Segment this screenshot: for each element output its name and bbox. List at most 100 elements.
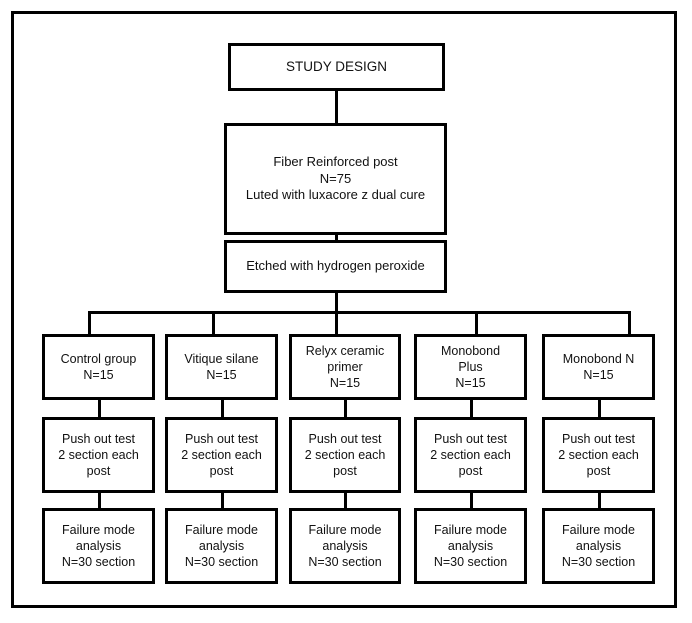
text-line-0: Failure mode <box>562 522 635 537</box>
text-line-2: Luted with luxacore z dual cure <box>245 187 426 203</box>
text-line-2: N=30 section <box>433 555 508 570</box>
text-line-0: Failure mode <box>62 522 135 537</box>
connector-monobond-n-row1-to-row2 <box>598 489 601 510</box>
connector-vitique-silane-row0-to-row1 <box>221 397 224 419</box>
text-line-0: Failure mode <box>434 522 507 537</box>
text-line-1: N=15 <box>83 368 114 382</box>
text-line-2: post <box>333 464 357 479</box>
branch-distribution-bar <box>88 311 631 314</box>
text-line-1: 2 section each <box>181 447 262 462</box>
text-line-0: Etched with hydrogen peroxide <box>246 258 425 274</box>
diagram-outer-frame <box>11 11 677 608</box>
text-line-0: Fiber Reinforced post <box>273 153 398 169</box>
node-study-design-text: STUDY DESIGN <box>282 58 391 76</box>
text-line-1: 2 section each <box>304 447 386 462</box>
connector-control-group-row1-to-row2 <box>98 489 101 510</box>
text-line-0: Monobond N <box>562 351 635 366</box>
node-etched-hydrogen-peroxide-text: Etched with hydrogen peroxide <box>242 258 429 275</box>
text-line-0: Push out test <box>562 431 635 446</box>
node-monobond-n-text: Monobond N N=15 <box>559 351 639 384</box>
text-line-1: 2 section each <box>430 447 511 462</box>
text-line-1: 2 section each <box>58 447 139 462</box>
text-line-1: analysis <box>75 538 122 553</box>
connector-study-design-to-fiber-post <box>335 89 338 125</box>
text-line-0: Failure mode <box>185 522 258 537</box>
text-line-2: N=30 section <box>561 555 636 570</box>
connector-branch-to-relyx-ceramic-primer <box>335 311 338 336</box>
text-line-2: N=30 section <box>184 555 259 570</box>
text-line-0: Relyx ceramic <box>305 343 385 358</box>
connector-monobond-plus-row1-to-row2 <box>470 489 473 510</box>
text-line-1: Plus <box>458 359 483 374</box>
connector-branch-to-vitique-silane <box>212 311 215 336</box>
text-line-2: post <box>209 464 234 479</box>
text-line-1: N=15 <box>206 368 237 382</box>
text-line-0: Monobond <box>440 343 501 358</box>
text-line-0: Vitique silane <box>184 351 259 366</box>
node-etched-hydrogen-peroxide: Etched with hydrogen peroxide <box>224 240 447 293</box>
text-line-2: post <box>86 464 111 479</box>
connector-monobond-plus-row0-to-row1 <box>470 397 473 419</box>
text-line-1: analysis <box>447 538 494 553</box>
connector-vitique-silane-row1-to-row2 <box>221 489 224 510</box>
text-line-2: N=15 <box>329 376 361 391</box>
connector-fiber-post-to-etched <box>335 233 338 242</box>
text-line-2: N=15 <box>455 376 486 391</box>
connector-relyx-ceramic-primer-row0-to-row1 <box>344 397 347 419</box>
text-line-0: Failure mode <box>308 522 382 537</box>
text-line-1: analysis <box>575 538 622 553</box>
node-study-design: STUDY DESIGN <box>228 43 445 91</box>
text-line-0: Push out test <box>308 431 382 446</box>
text-line-1: 2 section each <box>558 447 639 462</box>
text-line-1: analysis <box>322 538 368 553</box>
text-line-0: Push out test <box>62 431 135 446</box>
node-monobond-n: Monobond N N=15 <box>542 334 655 400</box>
connector-branch-to-monobond-plus <box>475 311 478 336</box>
connector-etched-to-branch-bar <box>335 291 338 313</box>
text-line-1: N=75 <box>319 170 352 186</box>
connector-monobond-n-row0-to-row1 <box>598 397 601 419</box>
text-line-2: N=30 section <box>61 555 136 570</box>
text-line-0: STUDY DESIGN <box>285 59 388 75</box>
text-line-0: Push out test <box>185 431 258 446</box>
text-line-0: Push out test <box>434 431 507 446</box>
text-line-1: N=15 <box>583 368 614 382</box>
text-line-2: post <box>458 464 483 479</box>
connector-branch-to-monobond-n <box>628 311 631 336</box>
text-line-1: primer <box>327 359 363 374</box>
text-line-0: Control group <box>60 351 137 366</box>
text-line-1: analysis <box>198 538 245 553</box>
connector-relyx-ceramic-primer-row1-to-row2 <box>344 489 347 510</box>
